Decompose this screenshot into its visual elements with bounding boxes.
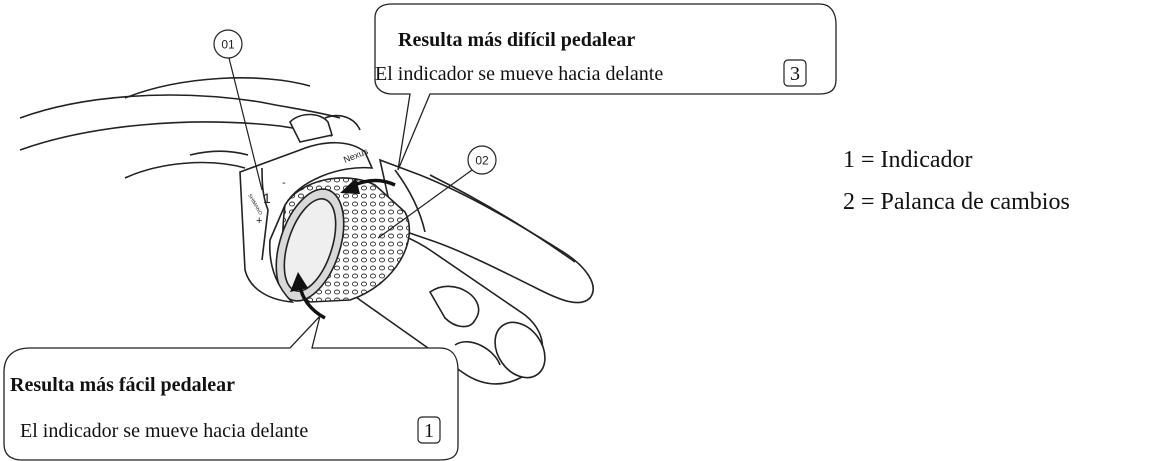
callout-easier-badge-box [417,416,441,444]
legend-item-shift-lever: 2 = Palanca de cambios [843,189,1070,215]
legend-item-indicator: 1 = Indicador [843,147,973,173]
marker-02-label: 02 [475,154,489,168]
legend: 1 = Indicador 2 = Palanca de cambios [843,147,1070,215]
callout-harder-text: El indicador se mueve hacia delante [375,63,663,85]
callout-easier: Resulta más fácil pedalear El indicador … [3,313,459,461]
callout-harder-title: Resulta más difícil pedalear [398,29,635,51]
callout-harder-badge: 3 [790,63,800,85]
marker-01: 01 [213,29,263,191]
twist-shifter [275,177,411,303]
callout-easier-title: Resulta más fácil pedalear [10,374,235,396]
callout-easier-badge: 1 [424,420,434,442]
marker-02: 02 [377,145,497,239]
marker-01-label: 01 [221,38,235,52]
callout-easier-text: El indicador se mueve hacia delante [20,420,308,442]
gear-number: 1 [263,190,271,206]
minus-sign: - [282,177,286,189]
arrow-harder-icon [340,178,396,194]
callout-harder: Resulta más difícil pedalear El indicado… [374,3,837,171]
arrow-easier-icon [290,272,326,320]
callout-harder-badge-box [783,59,807,87]
brake-lever [378,158,594,304]
plus-sign: + [256,215,262,227]
shifter-housing [239,113,374,303]
